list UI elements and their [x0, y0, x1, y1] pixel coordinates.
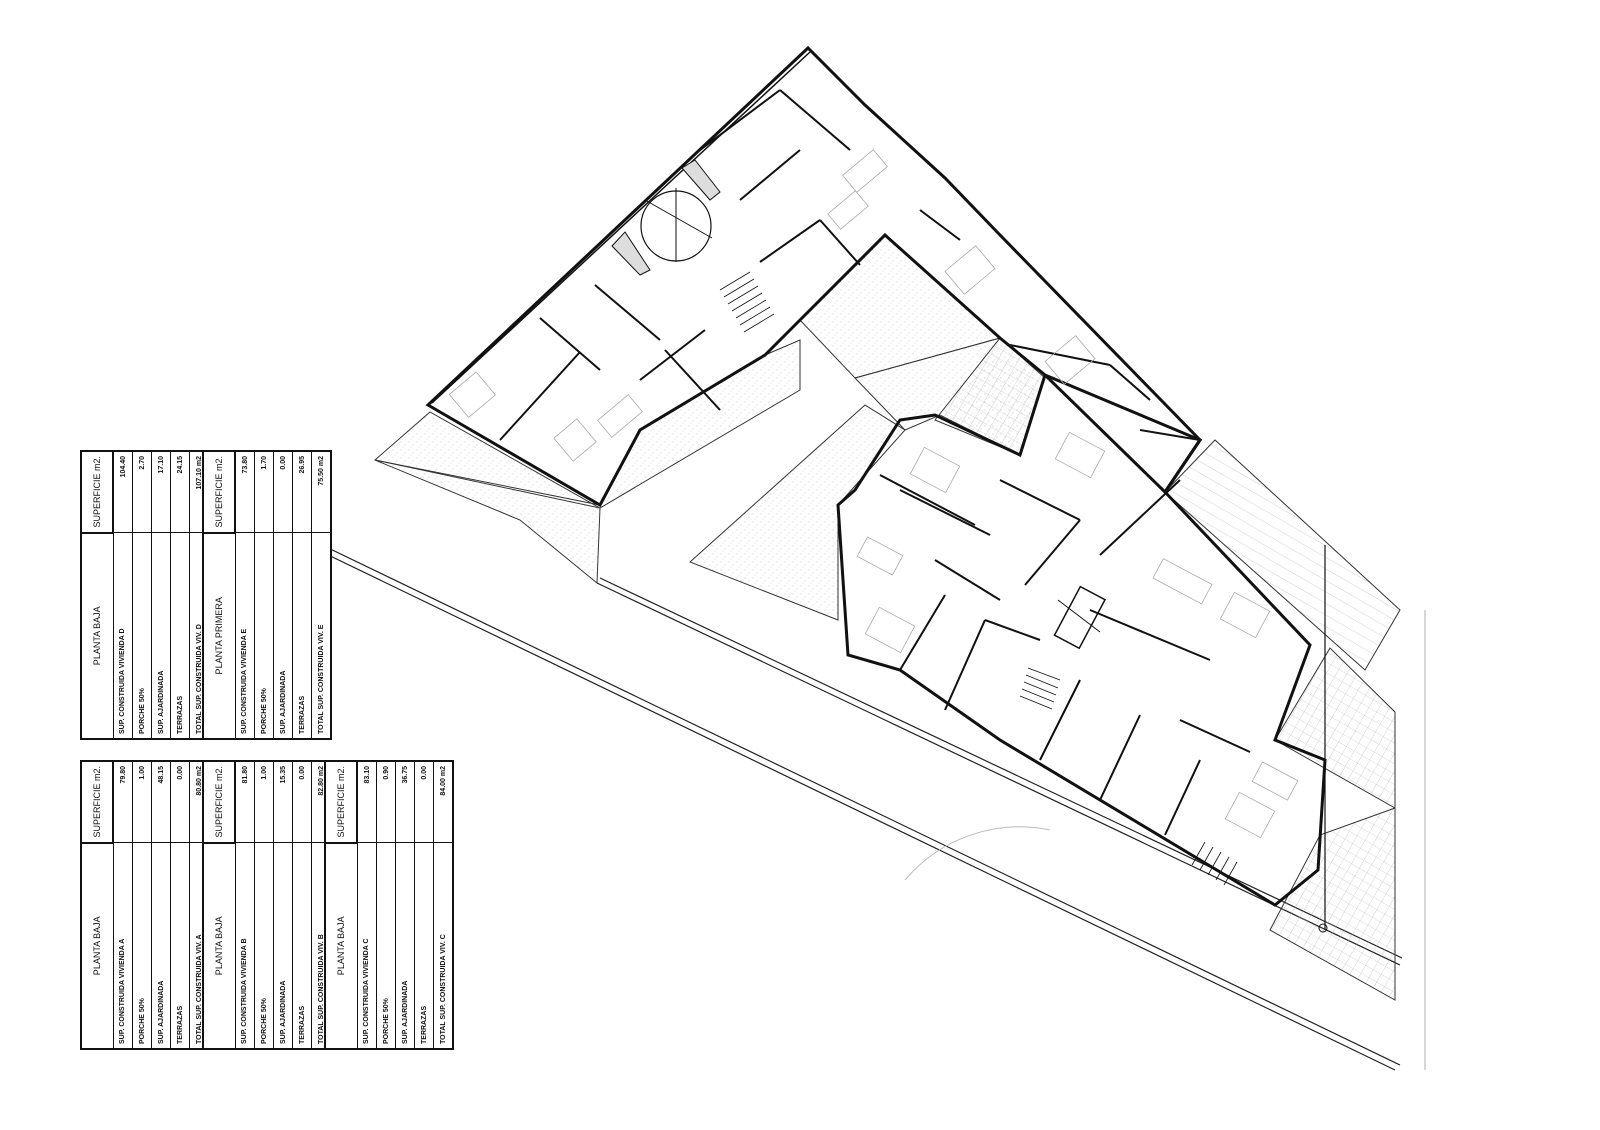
row-label: SUP. CONSTRUIDA VIVIENDA B [235, 842, 255, 1049]
row-label: TOTAL SUP. CONSTRUIDA VIV. E [311, 532, 331, 739]
row-label: PORCHE 50% [254, 532, 274, 739]
north-wing [425, 45, 1202, 508]
row-label: TERRAZAS [414, 842, 434, 1049]
row-label: SUP. AJARDINADA [273, 842, 293, 1049]
row-value: 26.95 [292, 451, 312, 533]
row-label: PORCHE 50% [254, 842, 274, 1049]
garden-areas [373, 234, 1046, 621]
table-title: PLANTA BAJA [325, 842, 357, 1049]
row-label: TERRAZAS [170, 842, 190, 1049]
row-value: 0.00 [170, 761, 190, 843]
row-value: 1.00 [254, 761, 274, 843]
row-label: SUP. AJARDINADA [395, 842, 415, 1049]
row-value: 0.00 [292, 761, 312, 843]
row-label: PORCHE 50% [132, 842, 152, 1049]
row-label: PORCHE 50% [132, 532, 152, 739]
row-label: SUP. AJARDINADA [273, 532, 293, 739]
terrace-areas [934, 337, 1401, 1001]
row-label: PORCHE 50% [376, 842, 396, 1049]
table-title: PLANTA BAJA [203, 842, 235, 1049]
row-value: 75.50 m2 [311, 451, 331, 533]
row-value: 83.10 [357, 761, 377, 843]
row-label: TERRAZAS [292, 842, 312, 1049]
row-value: 104.40 [113, 451, 133, 533]
row-value: 36.75 [395, 761, 415, 843]
row-value: 48.15 [151, 761, 171, 843]
row-value: 1.00 [132, 761, 152, 843]
row-value: 84.00 m2 [433, 761, 453, 843]
row-label: SUP. CONSTRUIDA VIVIENDA C [357, 842, 377, 1049]
row-value: 0.90 [376, 761, 396, 843]
street-lines [321, 544, 1426, 1071]
row-value: 0.00 [414, 761, 434, 843]
table-unit-header: SUPERFICIE m2. [203, 761, 235, 843]
table-title: PLANTA PRIMERA [203, 532, 235, 739]
table-title: PLANTA BAJA [81, 532, 113, 739]
row-label: SUP. CONSTRUIDA VIVIENDA D [113, 532, 133, 739]
row-value: 17.10 [151, 451, 171, 533]
row-value: 73.80 [235, 451, 255, 533]
table-title: PLANTA BAJA [81, 842, 113, 1049]
south-wing [836, 372, 1328, 933]
row-label: SUP. AJARDINADA [151, 842, 171, 1049]
table-unit-header: SUPERFICIE m2. [325, 761, 357, 843]
row-label: TERRAZAS [170, 532, 190, 739]
table-unit-header: SUPERFICIE m2. [81, 761, 113, 843]
row-value: 24.15 [170, 451, 190, 533]
row-value: 0.00 [273, 451, 293, 533]
table-unit-header: SUPERFICIE m2. [81, 451, 113, 533]
row-label: TOTAL SUP. CONSTRUIDA VIV. C [433, 842, 453, 1049]
row-value: 15.35 [273, 761, 293, 843]
row-label: SUP. CONSTRUIDA VIVIENDA A [113, 842, 133, 1049]
furniture [448, 149, 1299, 839]
table-unit-header: SUPERFICIE m2. [203, 451, 235, 533]
row-value: 2.70 [132, 451, 152, 533]
row-value: 81.80 [235, 761, 255, 843]
row-label: SUP. CONSTRUIDA VIVIENDA E [235, 532, 255, 739]
row-label: SUP. AJARDINADA [151, 532, 171, 739]
row-label: TERRAZAS [292, 532, 312, 739]
row-value: 79.80 [113, 761, 133, 843]
row-value: 1.70 [254, 451, 274, 533]
